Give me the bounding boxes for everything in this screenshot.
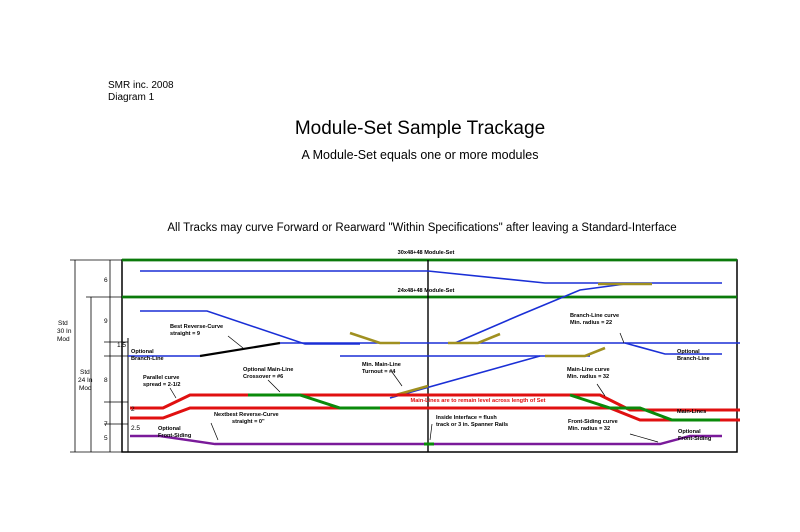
pointer-crossover xyxy=(267,379,281,393)
branch-line xyxy=(128,282,740,399)
main-line-front xyxy=(130,406,740,422)
dim-2: 2 xyxy=(131,406,135,413)
set24-label: 24x48+48 Module-Set xyxy=(398,288,455,294)
dim-6: 6 xyxy=(104,277,108,284)
dim-2-5: 2.5 xyxy=(131,425,140,432)
front-siding xyxy=(130,434,722,446)
dim-std24-b: 24 In xyxy=(78,377,93,384)
dim-std24-a: Std xyxy=(80,369,90,376)
branch-turnout-lower xyxy=(545,346,606,358)
curve-note: All Tracks may curve Forward or Rearward… xyxy=(167,222,677,234)
crossover-green-left xyxy=(248,393,380,410)
set30-label: 30x48+48 Module-Set xyxy=(398,250,455,256)
pointer-front-curve xyxy=(629,433,659,443)
pointer-lines xyxy=(169,332,659,443)
dim-std24-c: Mod xyxy=(79,385,92,392)
branch-line-left xyxy=(140,310,360,345)
dim-5: 5 xyxy=(104,435,108,442)
branch-line-crossover xyxy=(454,283,626,344)
pointer-best-reverse xyxy=(227,335,244,349)
pointer-next-reverse xyxy=(210,422,219,441)
branch-diagonal xyxy=(389,355,541,399)
dim-9: 9 xyxy=(104,318,108,325)
diagram-number: Diagram 1 xyxy=(108,92,155,103)
dim-8: 8 xyxy=(104,377,108,384)
main-lines-label: Main-Lines xyxy=(677,409,706,415)
branch-turnout-left xyxy=(349,331,400,345)
dim-std30-b: 30 In xyxy=(57,328,72,335)
page-title: Module-Set Sample Trackage xyxy=(294,118,546,139)
pointer-main-curve xyxy=(596,383,606,397)
main-level-note: Main-Lines are to remain level across le… xyxy=(411,398,546,404)
dimension-lines xyxy=(70,259,128,453)
rear-track-top-line xyxy=(140,270,722,284)
branch-line-right xyxy=(624,342,722,355)
credit-block: SMR inc. 2008 Diagram 1 xyxy=(108,80,174,104)
best-reverse-curve-segment xyxy=(199,341,281,358)
page-subtitle: A Module-Set equals one or more modules xyxy=(301,148,539,162)
pointer-turnout xyxy=(391,371,403,387)
dim-std30-c: Mod xyxy=(57,336,70,343)
dim-7: 7 xyxy=(104,421,108,428)
dim-1-5: 1.5 xyxy=(117,342,126,349)
dim-std30-a: Std xyxy=(58,320,68,327)
pointer-parallel xyxy=(169,387,177,399)
pointer-branch-curve xyxy=(619,332,625,344)
company-credit: SMR inc. 2008 xyxy=(108,80,174,91)
main-lines xyxy=(130,393,740,422)
branch-turnout-mid xyxy=(448,332,501,345)
rear-track-top xyxy=(140,270,722,284)
pointer-inside xyxy=(429,423,433,441)
crossover-green-right xyxy=(569,393,720,422)
